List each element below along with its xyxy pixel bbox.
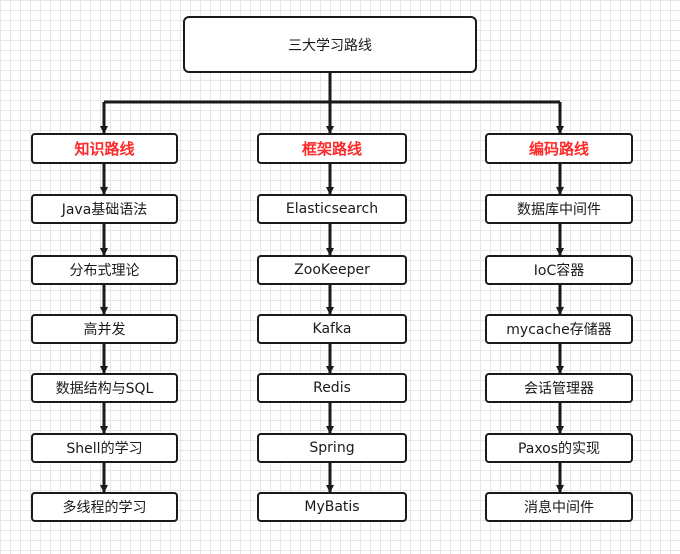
node-label: Paxos的实现 bbox=[517, 441, 601, 457]
node-label: IoC容器 bbox=[533, 263, 585, 279]
node-zookeeper: ZooKeeper bbox=[257, 255, 407, 285]
node-label: 多线程的学习 bbox=[62, 500, 147, 516]
node-redis: Redis bbox=[257, 373, 407, 403]
node-label: 高并发 bbox=[83, 322, 126, 338]
header-label: 知识路线 bbox=[74, 140, 135, 158]
node-label: mycache存储器 bbox=[506, 322, 612, 338]
node-shell: Shell的学习 bbox=[31, 433, 178, 463]
node-label: Kafka bbox=[312, 321, 352, 337]
header-knowledge-route: 知识路线 bbox=[31, 133, 178, 164]
node-label: Spring bbox=[309, 440, 355, 456]
root-node: 三大学习路线 bbox=[183, 16, 477, 73]
node-label: 数据结构与SQL bbox=[55, 381, 154, 397]
header-label: 编码路线 bbox=[528, 140, 589, 158]
node-message-middleware: 消息中间件 bbox=[485, 492, 633, 522]
node-label: 会话管理器 bbox=[524, 381, 594, 397]
node-mycache: mycache存储器 bbox=[485, 314, 633, 344]
node-kafka: Kafka bbox=[257, 314, 407, 344]
node-label: 消息中间件 bbox=[524, 500, 594, 516]
node-db-middleware: 数据库中间件 bbox=[485, 194, 633, 224]
node-label: 数据库中间件 bbox=[517, 202, 601, 218]
node-session-manager: 会话管理器 bbox=[485, 373, 633, 403]
root-label: 三大学习路线 bbox=[288, 37, 372, 54]
node-high-concurrency: 高并发 bbox=[31, 314, 178, 344]
node-data-structures-sql: 数据结构与SQL bbox=[31, 373, 178, 403]
node-mybatis: MyBatis bbox=[257, 492, 407, 522]
node-label: Elasticsearch bbox=[285, 201, 379, 217]
node-label: MyBatis bbox=[304, 499, 360, 515]
chain-arrows bbox=[100, 164, 564, 493]
node-label: 分布式理论 bbox=[69, 263, 140, 279]
node-ioc-container: IoC容器 bbox=[485, 255, 633, 285]
node-label: Shell的学习 bbox=[66, 441, 143, 457]
header-label: 框架路线 bbox=[301, 140, 362, 158]
header-coding-route: 编码路线 bbox=[485, 133, 633, 164]
node-label: Redis bbox=[313, 380, 351, 396]
header-framework-route: 框架路线 bbox=[257, 133, 407, 164]
node-spring: Spring bbox=[257, 433, 407, 463]
node-label: Java基础语法 bbox=[61, 202, 148, 218]
node-multithreading: 多线程的学习 bbox=[31, 492, 178, 522]
node-paxos: Paxos的实现 bbox=[485, 433, 633, 463]
node-java-basics: Java基础语法 bbox=[31, 194, 178, 224]
node-label: ZooKeeper bbox=[294, 262, 370, 278]
node-elasticsearch: Elasticsearch bbox=[257, 194, 407, 224]
node-distributed-theory: 分布式理论 bbox=[31, 255, 178, 285]
